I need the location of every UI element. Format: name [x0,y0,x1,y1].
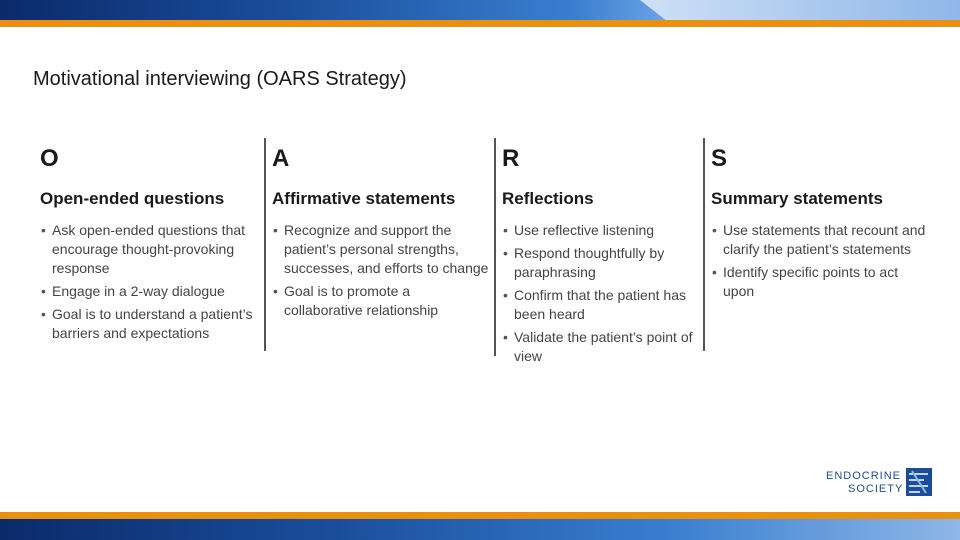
column-heading: Affirmative statements [272,189,456,208]
bullet-item: Ask open-ended questions that encourage … [40,221,262,278]
column-heading: Summary statements [711,189,883,208]
bullet-item: Use reflective listening [502,221,698,240]
slide-title: Motivational interviewing (OARS Strategy… [33,68,407,90]
column-reflections: R Reflections Use reflective listening R… [494,138,698,364]
bullet-item: Confirm that the patient has been heard [502,286,698,324]
logo-line-2: SOCIETY [848,483,904,495]
bottom-decorative-band [0,519,960,540]
column-letter: A [272,145,290,172]
top-band-highlight [640,0,960,20]
top-accent-stripe [0,20,960,27]
bullet-item: Validate the patient’s point of view [502,328,698,366]
bullet-item: Recognize and support the patient’s pers… [272,221,492,278]
bullet-item: Goal is to understand a patient’s barrie… [40,305,262,343]
bullet-item: Goal is to promote a collaborative relat… [272,282,492,320]
column-open-ended: O Open-ended questions Ask open-ended qu… [34,138,262,351]
bullet-item: Respond thoughtfully by paraphrasing [502,244,698,282]
logo-line-1: ENDOCRINE [826,470,902,482]
logo-mark-icon [906,468,932,496]
column-heading: Reflections [502,189,594,208]
bullet-list: Use statements that recount and clarify … [711,221,933,301]
bullet-item: Identify specific points to act upon [711,263,933,301]
column-letter: O [40,145,59,172]
endocrine-society-logo: ENDOCRINE SOCIETY [826,468,934,498]
column-letter: R [502,145,520,172]
bullet-item: Engage in a 2-way dialogue [40,282,262,301]
column-summary: S Summary statements Use statements that… [703,138,933,351]
bullet-list: Use reflective listening Respond thought… [502,221,698,366]
column-letter: S [711,145,728,172]
bottom-accent-stripe [0,512,960,519]
column-heading: Open-ended questions [40,189,225,208]
bullet-item: Use statements that recount and clarify … [711,221,933,259]
bullet-list: Ask open-ended questions that encourage … [40,221,262,343]
column-affirmative: A Affirmative statements Recognize and s… [264,138,492,351]
bullet-list: Recognize and support the patient’s pers… [272,221,492,320]
